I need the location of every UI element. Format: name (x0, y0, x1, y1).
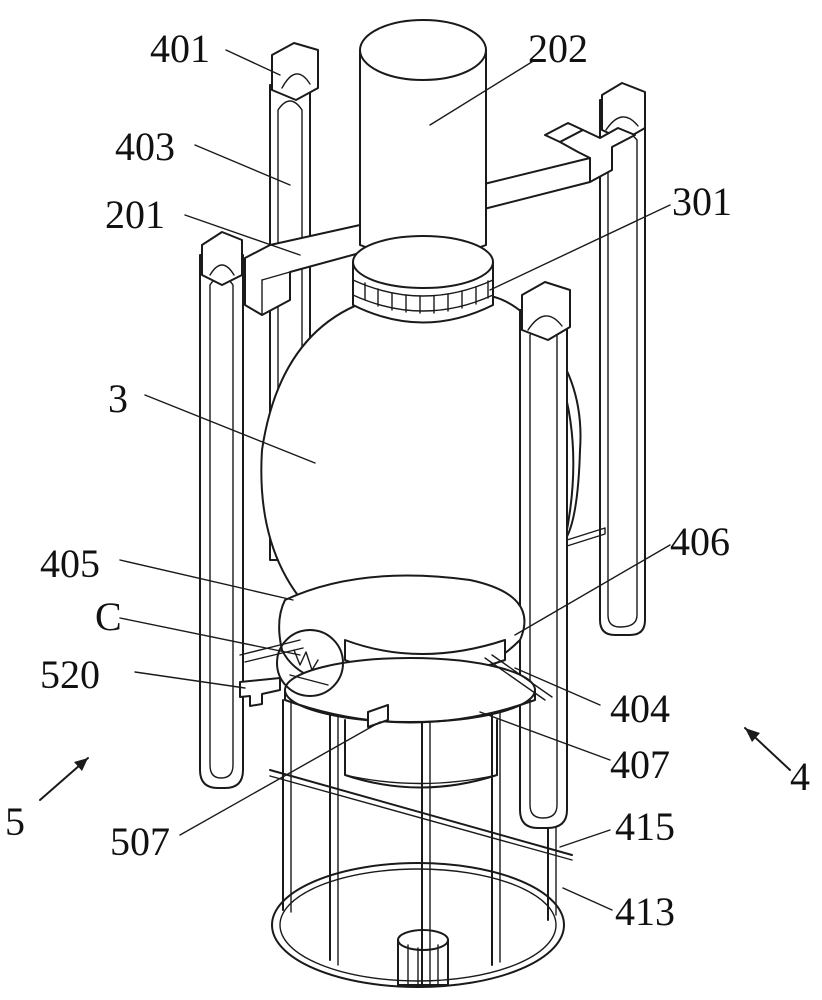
label-406: 406 (670, 519, 730, 564)
right-back-frame (599, 82, 646, 636)
label-507: 507 (110, 819, 170, 864)
collar-301 (352, 235, 494, 324)
label-404: 404 (610, 686, 670, 731)
label-201: 201 (105, 192, 165, 237)
label-413: 413 (615, 889, 675, 934)
label-401: 401 (150, 26, 210, 71)
leader-lines (39, 49, 791, 911)
label-3: 3 (108, 376, 128, 421)
label-202: 202 (528, 26, 588, 71)
motor-202 (359, 19, 487, 259)
label-403: 403 (115, 124, 175, 169)
label-520: 520 (40, 652, 100, 697)
right-front-frame (519, 281, 606, 829)
label-407: 407 (610, 742, 670, 787)
left-front-frame (199, 231, 244, 789)
label-301: 301 (672, 179, 732, 224)
label-415: 415 (615, 804, 675, 849)
callout-labels: 401 202 403 201 301 3 405 406 C 520 404 … (5, 26, 810, 934)
label-4: 4 (790, 754, 810, 799)
label-5: 5 (5, 799, 25, 844)
label-405: 405 (40, 541, 100, 586)
label-C: C (95, 594, 122, 639)
ring-assembly (239, 574, 553, 728)
